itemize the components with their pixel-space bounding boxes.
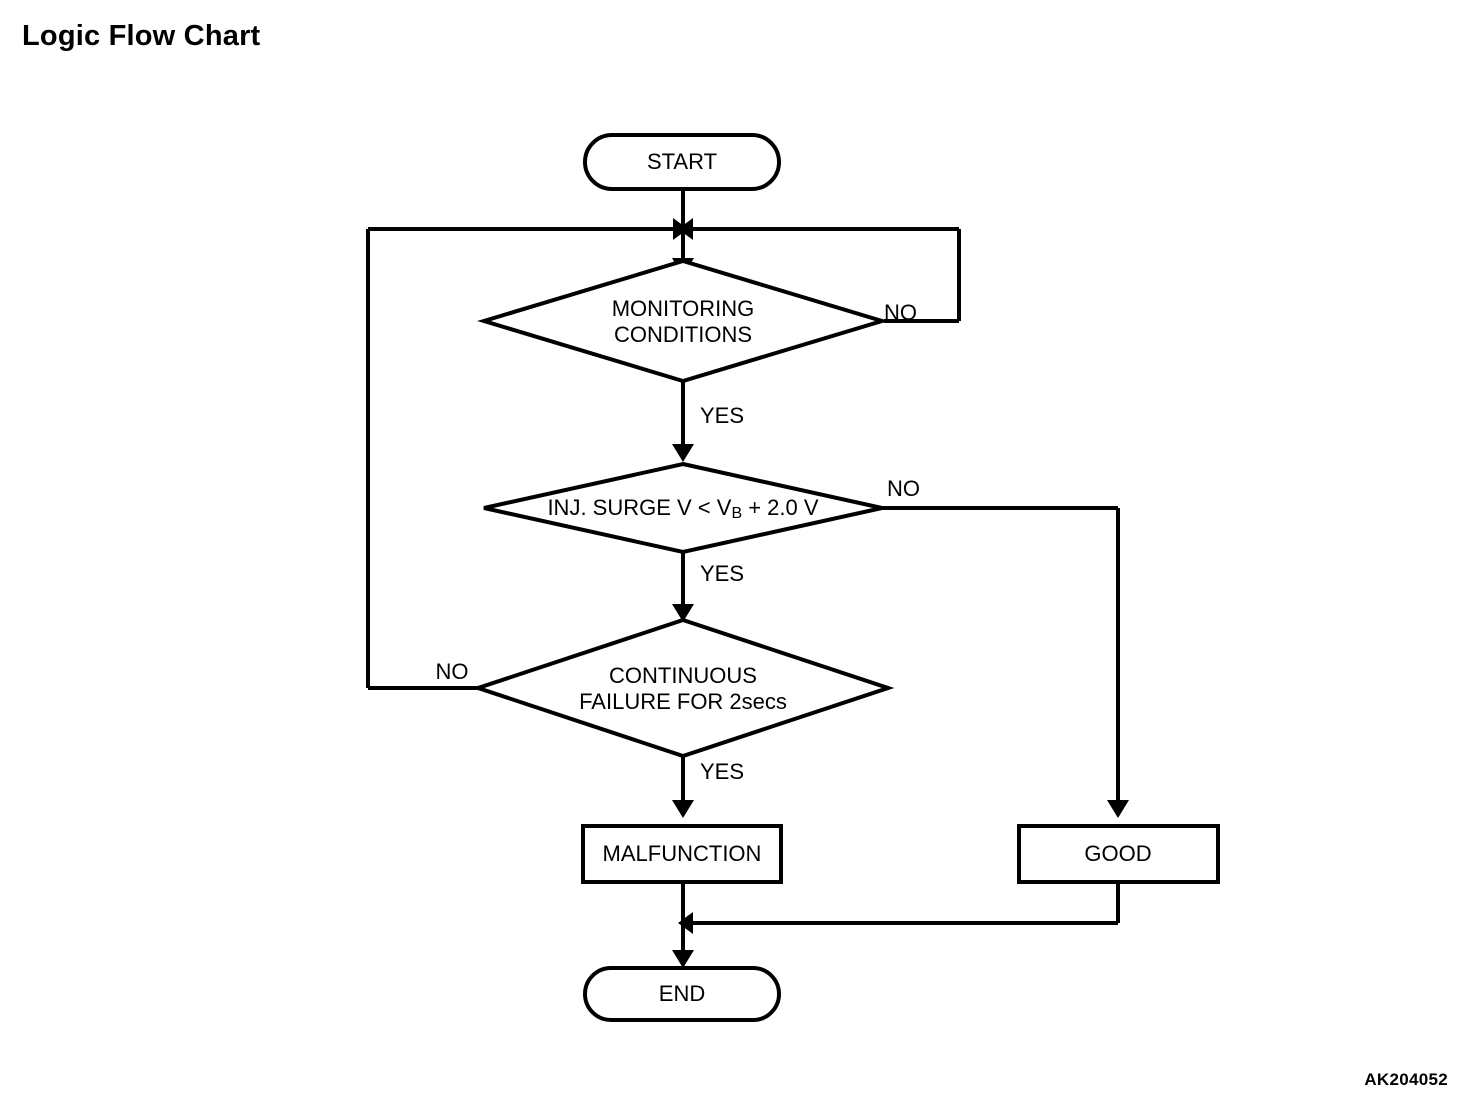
surge-label-subscript: B — [731, 505, 742, 522]
node-end: END — [583, 966, 781, 1022]
branch-label-monitoring-no: NO — [884, 300, 917, 325]
good-label: GOOD — [1084, 841, 1151, 866]
node-start: START — [583, 133, 781, 191]
end-label: END — [659, 981, 705, 1006]
start-label: START — [647, 149, 717, 174]
node-continuous-failure: CONTINUOUS FAILURE FOR 2secs — [471, 617, 895, 759]
branch-label-monitoring-yes: YES — [700, 403, 744, 428]
arrowhead-into-continuous — [672, 604, 694, 622]
arrowhead-right-loop-into-junction — [678, 218, 693, 240]
reference-code: AK204052 — [1364, 1070, 1448, 1089]
arrowhead-into-good — [1107, 800, 1129, 818]
arrowhead-good-join-end — [678, 912, 693, 934]
arrowhead-into-surge — [672, 444, 694, 462]
node-malfunction: MALFUNCTION — [581, 824, 783, 884]
branch-label-surge-yes: YES — [700, 561, 744, 586]
surge-label-main: INJ. SURGE V < V — [547, 495, 731, 520]
node-inj-surge-voltage: INJ. SURGE V < VB + 2.0 V — [483, 461, 883, 555]
malfunction-box-shape — [581, 824, 783, 884]
surge-label: INJ. SURGE V < VB + 2.0 V — [547, 495, 818, 522]
monitoring-label-line1: MONITORING — [612, 296, 755, 321]
end-stadium-shape — [583, 966, 781, 1022]
arrowhead-into-malfunction — [672, 800, 694, 818]
branch-label-continuous-no: NO — [436, 659, 469, 684]
branch-label-surge-no: NO — [887, 476, 920, 501]
continuous-label-line2: FAILURE FOR 2secs — [579, 689, 787, 714]
malfunction-label: MALFUNCTION — [603, 841, 762, 866]
continuous-label-line1: CONTINUOUS — [609, 663, 757, 688]
branch-label-continuous-yes: YES — [700, 759, 744, 784]
monitoring-label-line2: CONDITIONS — [614, 322, 752, 347]
good-box-shape — [1017, 824, 1220, 884]
page-title: Logic Flow Chart — [22, 20, 261, 52]
arrowhead-into-end — [672, 950, 694, 968]
node-monitoring-conditions: MONITORING CONDITIONS — [477, 258, 889, 384]
surge-label-tail: + 2.0 V — [742, 495, 819, 520]
node-good: GOOD — [1017, 824, 1220, 884]
